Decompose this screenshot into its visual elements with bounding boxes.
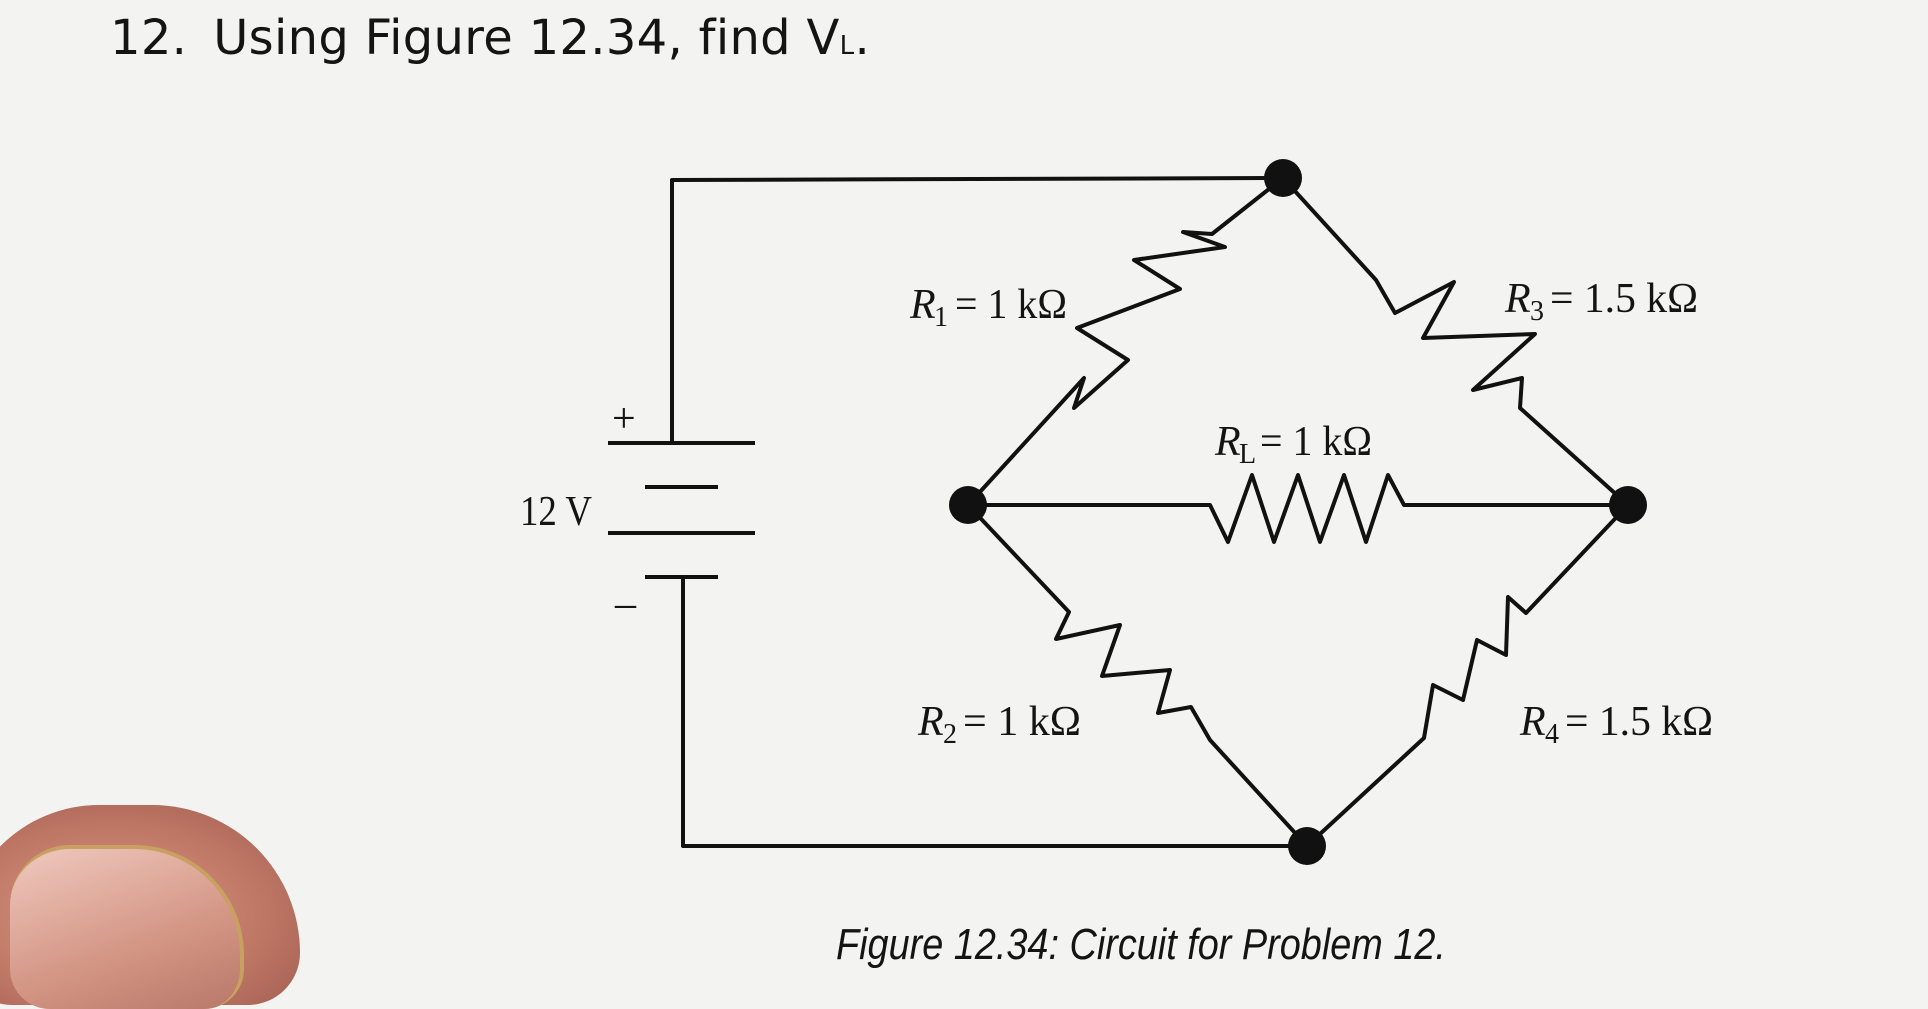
svg-text:4: 4 (1545, 719, 1559, 750)
wire-bottom (681, 595, 1309, 848)
label-rl: R L = 1 kΩ (1214, 419, 1372, 470)
svg-text:R: R (909, 282, 936, 328)
svg-text:= 1 kΩ: = 1 kΩ (1260, 419, 1372, 465)
svg-text:L: L (1239, 439, 1256, 470)
battery-symbol (608, 441, 755, 599)
label-r2: R 2 = 1 kΩ (917, 699, 1081, 750)
svg-text:3: 3 (1530, 296, 1544, 327)
svg-text:R: R (1504, 276, 1531, 322)
problem-end: . (854, 10, 870, 66)
problem-text: Using Figure 12.34, find V (213, 10, 840, 66)
resistor-r3 (1281, 176, 1630, 507)
battery-minus-sign: – (614, 581, 637, 627)
svg-text:2: 2 (943, 719, 957, 750)
wire-top (670, 176, 1285, 444)
resistor-r4 (1305, 503, 1630, 848)
svg-text:R: R (917, 699, 944, 745)
circuit-diagram: + – 12 V R 1 = 1 kΩ R 3 = 1.5 kΩ R L = 1… (520, 159, 1713, 865)
svg-text:1: 1 (934, 302, 948, 333)
problem-number: 12. (110, 10, 188, 66)
resistor-r2 (966, 503, 1309, 848)
battery-voltage-label: 12 V (520, 489, 592, 535)
svg-text:= 1.5 kΩ: = 1.5 kΩ (1550, 276, 1698, 322)
node-right (1609, 486, 1647, 524)
label-r3: R 3 = 1.5 kΩ (1504, 276, 1698, 327)
svg-text:= 1 kΩ: = 1 kΩ (963, 699, 1081, 745)
problem-subscript: L (839, 31, 855, 61)
figure-caption: Figure 12.34: Circuit for Problem 12. (836, 920, 1446, 969)
node-top (1264, 159, 1302, 197)
battery-plus-sign: + (612, 396, 636, 442)
svg-text:= 1.5 kΩ: = 1.5 kΩ (1565, 699, 1713, 745)
svg-text:R: R (1214, 419, 1241, 465)
label-r4: R 4 = 1.5 kΩ (1519, 699, 1713, 750)
svg-text:R: R (1519, 699, 1546, 745)
svg-text:= 1 kΩ: = 1 kΩ (955, 282, 1067, 328)
resistor-r1 (966, 176, 1285, 507)
node-left (949, 486, 987, 524)
resistor-rl (966, 473, 1630, 544)
node-bottom (1288, 827, 1326, 865)
label-r1: R 1 = 1 kΩ (909, 282, 1067, 333)
